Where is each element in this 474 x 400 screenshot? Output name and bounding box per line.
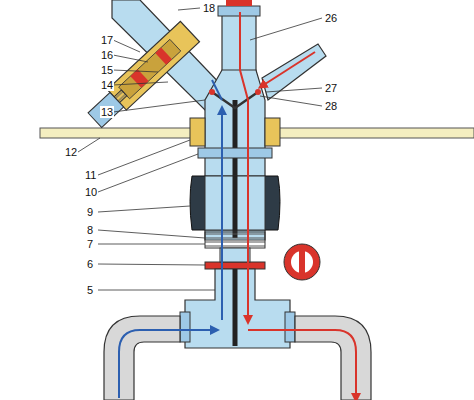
callout-number: 18	[202, 2, 216, 14]
flange-nut	[190, 118, 205, 146]
callout-number: 28	[324, 100, 338, 112]
union-nut	[190, 176, 280, 230]
callout-number: 7	[86, 238, 94, 250]
partition	[233, 100, 238, 238]
callout-number: 5	[86, 284, 94, 296]
callout-number: 27	[324, 82, 338, 94]
callout-number: 10	[84, 186, 98, 198]
callout-number: 17	[100, 34, 114, 46]
outlet-branch	[262, 44, 326, 100]
return-elbow	[295, 316, 371, 400]
thread	[205, 232, 265, 248]
callout-number: 15	[100, 64, 114, 76]
seal-gasket	[205, 262, 265, 269]
flow-arrows	[119, 12, 356, 398]
inlet-elbow	[104, 316, 180, 400]
callout-number: 13	[100, 106, 114, 118]
callout-number: 26	[324, 12, 338, 24]
callout-number: 16	[100, 49, 114, 61]
callout-number: 8	[86, 224, 94, 236]
top-seal	[226, 0, 252, 6]
washer	[198, 148, 272, 158]
valve-body	[85, 21, 199, 130]
callout-number: 11	[84, 169, 97, 181]
lower-tee	[185, 269, 290, 348]
leader-lines	[78, 8, 322, 290]
callout-number: 6	[86, 258, 94, 270]
gasket-view	[284, 244, 320, 280]
flange-nut	[265, 118, 280, 146]
callout-number: 12	[64, 146, 78, 158]
valve-branch	[112, 0, 228, 110]
callout-number: 14	[100, 79, 114, 91]
callout-number: 9	[86, 206, 94, 218]
